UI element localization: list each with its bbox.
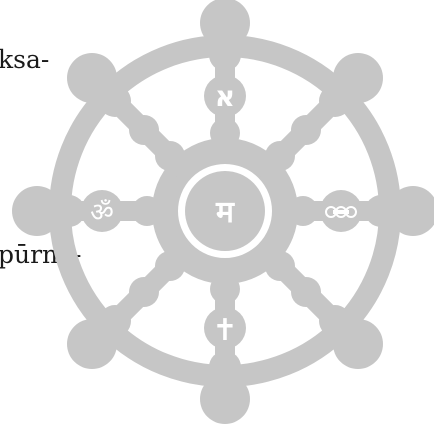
- aleph-symbol: א: [215, 80, 235, 113]
- om-symbol: ॐ: [90, 198, 114, 228]
- cross-symbol: ✝: [212, 313, 237, 348]
- hub-letter-symbol: म: [215, 195, 235, 230]
